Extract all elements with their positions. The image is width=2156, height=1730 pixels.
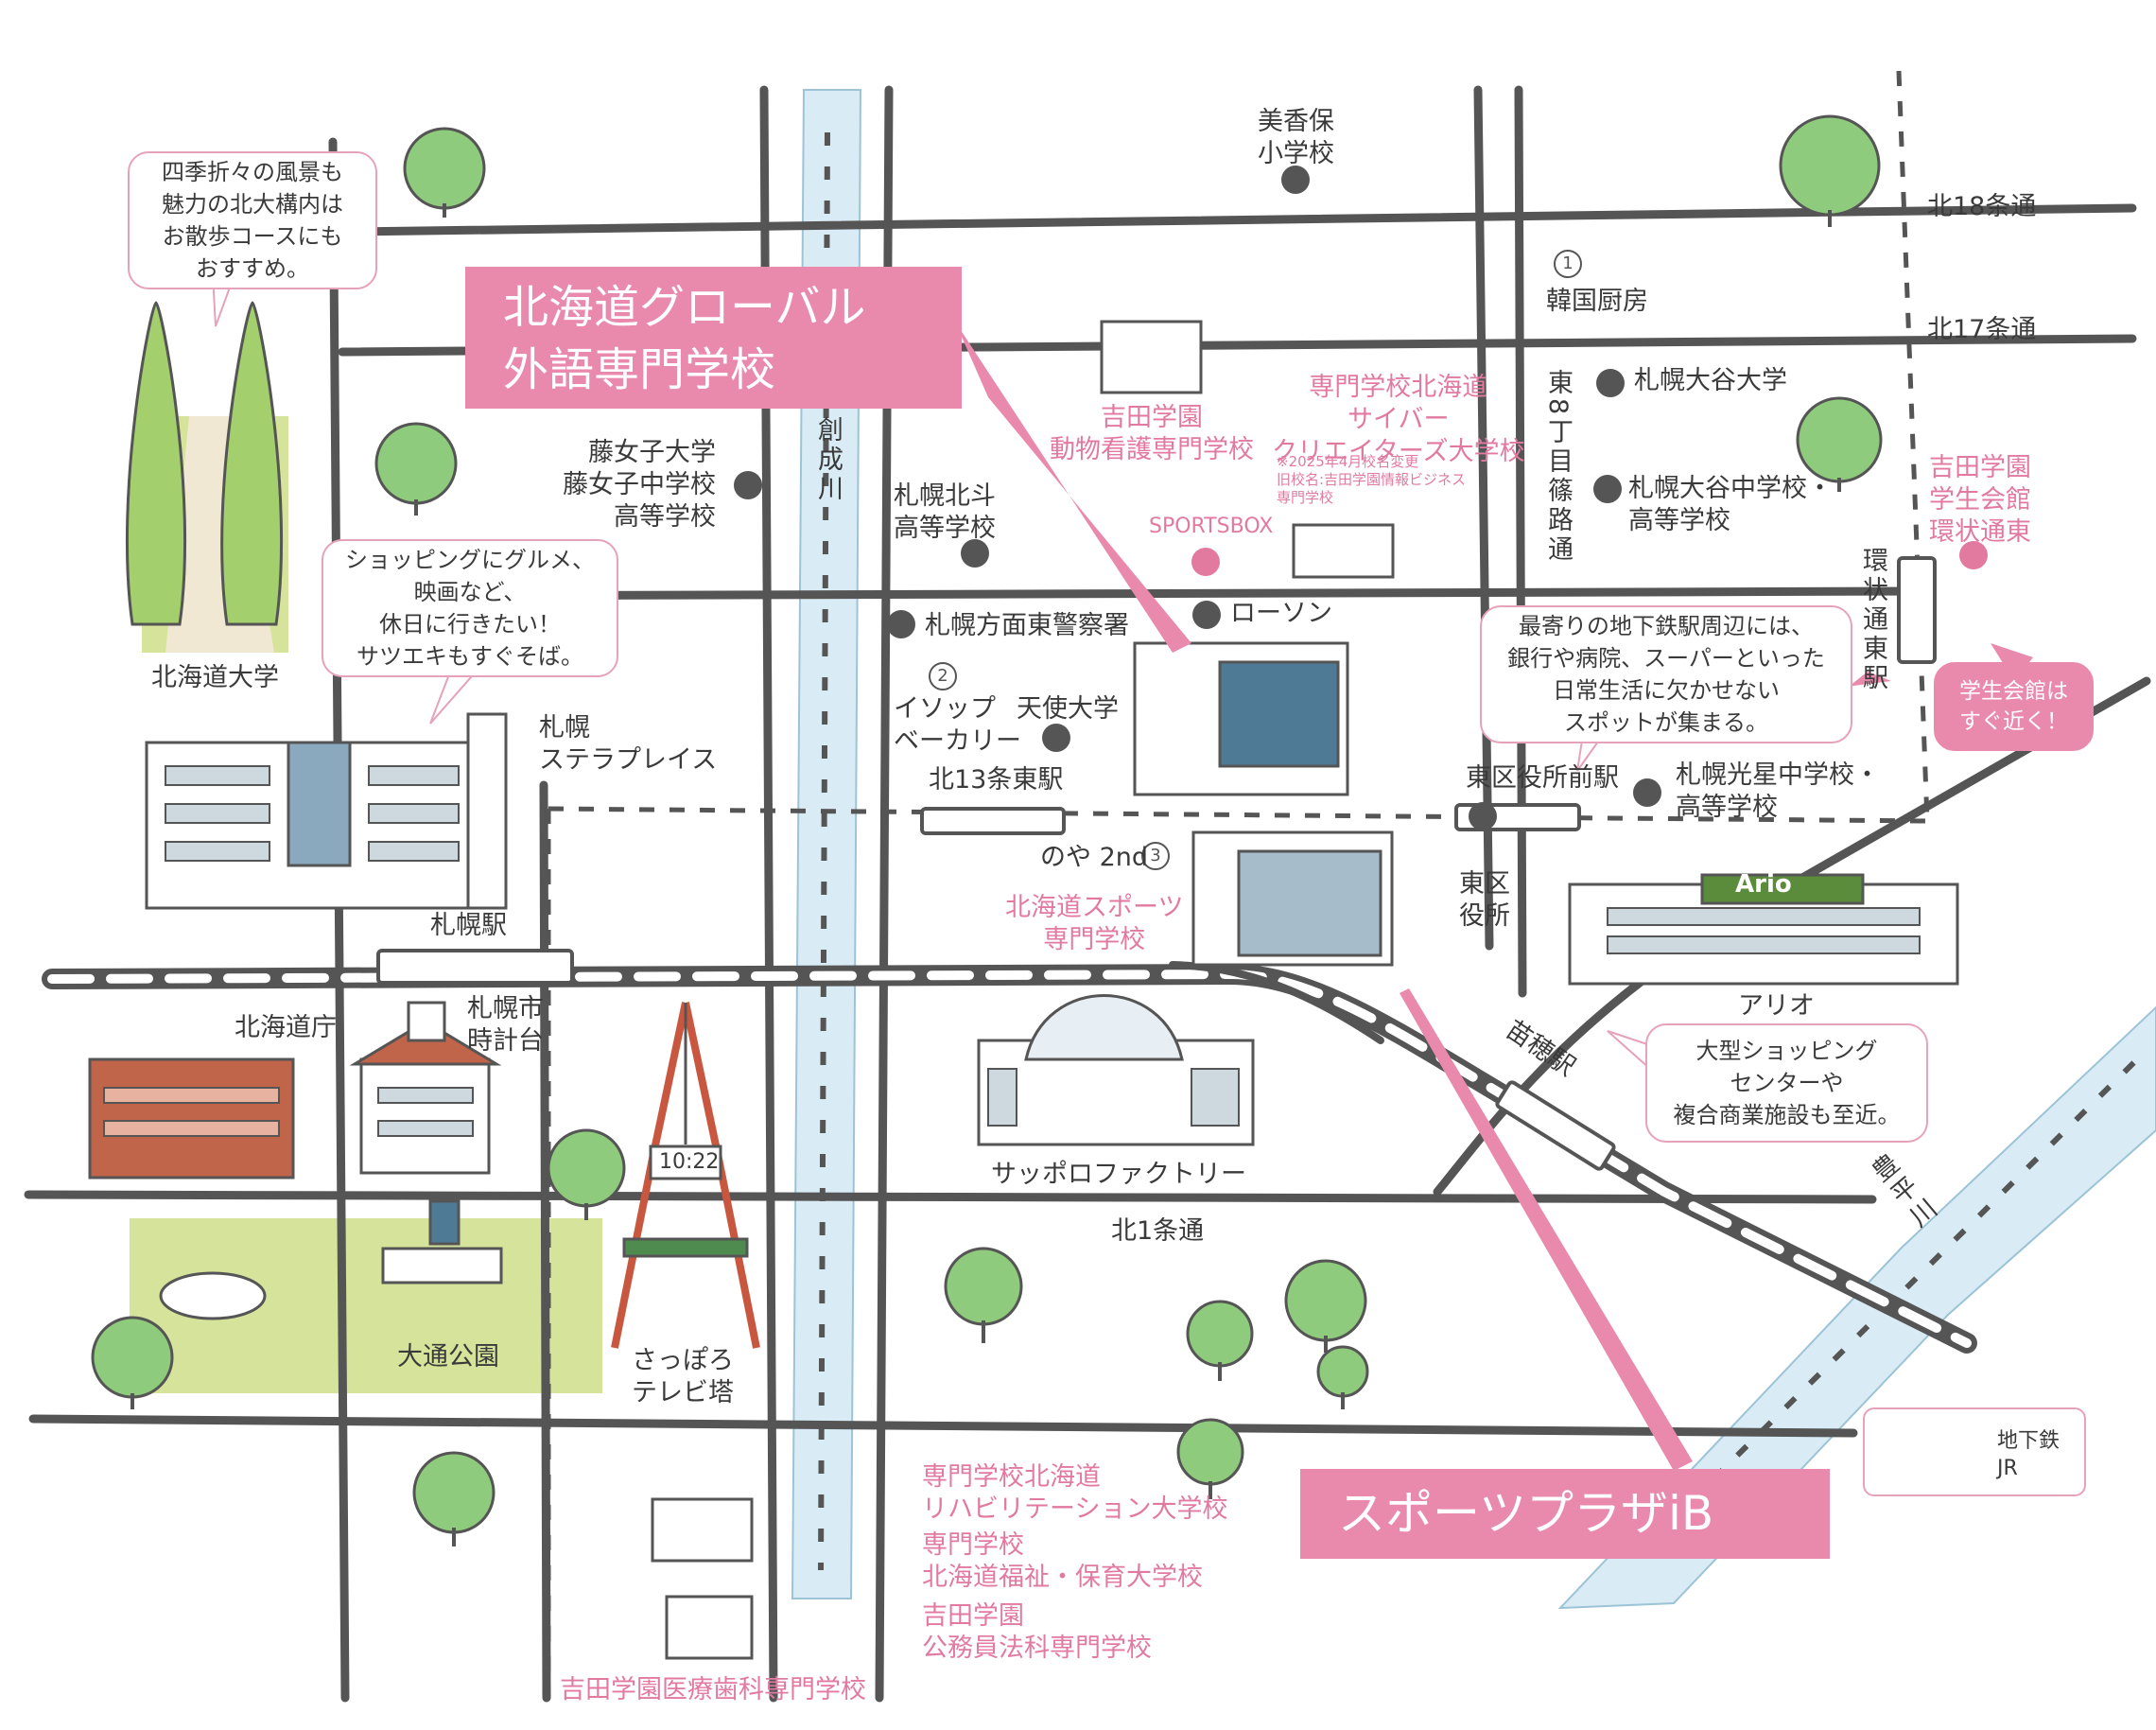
school-name-banner: 北海道グローバル 外語専門学校 (465, 267, 962, 409)
label-shika: 吉田学園医療歯科専門学校 (560, 1675, 866, 1704)
school-banner-pointer (955, 322, 1191, 653)
river-sosei: 創成川 (813, 416, 843, 504)
label-lawson: ローソン (1230, 599, 1332, 628)
station-kuyakusho: 東区役所前駅 (1466, 763, 1619, 793)
sosei-river (791, 89, 862, 1599)
trees (91, 114, 1883, 1547)
tvtower-clock: 10:22 (659, 1150, 720, 1174)
label-sportsbox: SPORTSBOX (1149, 515, 1274, 538)
dot-mikaho (1281, 166, 1310, 194)
label-cyber: 専門学校北海道 サイバー クリエイターズ大学校 (1272, 373, 1525, 466)
ario-logo: Ario (1735, 870, 1792, 899)
street-kita1: 北1条通 (1111, 1216, 1205, 1246)
label-kankoku: 韓国厨房 (1546, 287, 1648, 316)
label-higashiku: 東区 役所 (1459, 869, 1510, 931)
subway-bubble: 最寄りの地下鉄駅周辺には、 銀行や病院、スーパーといった 日常生活に欠かせない … (1480, 605, 1852, 743)
label-kosei: 札幌光星中学校・ 高等学校 (1676, 760, 1880, 822)
label-tenshi: 天使大学 (1017, 694, 1119, 724)
street-kita17: 北17条通 (1927, 315, 2037, 344)
dot-gakusei-kaikan (1959, 541, 1988, 569)
dot-otani-hs (1593, 475, 1622, 503)
legend-jr: JR (1997, 1457, 2018, 1480)
map-legend: 地下鉄 JR (1863, 1407, 2086, 1496)
label-aesop: イソップ ベーカリー (894, 694, 1021, 756)
label-tvtower: さっぽろ テレビ塔 (632, 1346, 734, 1407)
label-factory: サッポロファクトリー (991, 1160, 1246, 1189)
station-sapporo: 札幌駅 (430, 911, 507, 940)
dot-lawson (1192, 601, 1221, 629)
label-koumuin: 吉田学園 公務員法科専門学校 (922, 1601, 1152, 1663)
label-hokuto: 札幌北斗 高等学校 (894, 481, 996, 543)
label-odori: 大通公園 (397, 1342, 499, 1372)
sports-plaza-banner: スポーツプラザiB (1300, 1469, 1830, 1559)
dot-fuji (734, 471, 762, 499)
street-kita18: 北18条通 (1927, 192, 2037, 221)
label-otani-univ: 札幌大谷大学 (1634, 366, 1787, 395)
hokudai-bubble: 四季折々の風景も 魅力の北大構内は お散歩コースにも おすすめ。 (128, 151, 377, 289)
marker-3: 3 (1141, 842, 1170, 870)
mall-bubble: 大型ショッピング センターや 複合商業施設も至近。 (1645, 1023, 1928, 1143)
label-doubutsu: 吉田学園 動物看護専門学校 (1050, 403, 1254, 464)
label-noya: のや 2nd (1040, 843, 1149, 872)
label-fuji: 藤女子大学 藤女子中学校 高等学校 (563, 438, 716, 532)
label-dochou: 北海道庁 (235, 1013, 337, 1042)
dot-kosei (1633, 778, 1661, 807)
label-sports-school: 北海道スポーツ 専門学校 (1005, 893, 1184, 954)
tv-tower (611, 1002, 760, 1349)
shopping-bubble: ショッピングにグルメ、 映画など、 休日に行きたい！ サツエキもすぐそば。 (322, 539, 618, 677)
rehab-school-icon (651, 1497, 754, 1563)
station-kita13: 北13条東駅 (929, 765, 1064, 795)
dot-sportsbox (1191, 548, 1220, 576)
shika-school-icon (665, 1595, 754, 1660)
label-otani-hs: 札幌大谷中学校・ 高等学校 (1628, 474, 1833, 535)
label-stellar: 札幌 ステラプレイス (539, 713, 718, 775)
sports-banner-pointer (1400, 988, 1693, 1471)
label-gakusei-kaikan: 吉田学園 学生会館 環状通東 (1929, 453, 2031, 547)
label-fukushi: 専門学校 北海道福祉・保育大学校 (922, 1530, 1203, 1592)
legend-subway: 地下鉄 (1997, 1429, 2060, 1453)
toyohira-river (1557, 1005, 2156, 1610)
dochou-building (88, 1057, 295, 1180)
station-kanjo: 環状通東駅 (1858, 547, 1887, 693)
street-higashi8: 東8丁目篠路通 (1543, 369, 1573, 566)
label-cyber-note: ※2025年4月校名変更 旧校名:吉田学園情報ビジネス 専門学校 (1277, 453, 1467, 506)
dot-higashiku (1469, 802, 1497, 830)
label-police: 札幌方面東警察署 (925, 611, 1129, 640)
gakusei-bubble: 学生会館は すぐ近く！ (1934, 662, 2094, 751)
tokeidai-building (359, 1057, 491, 1175)
label-ario: アリオ (1738, 991, 1815, 1021)
dot-otani-univ (1596, 369, 1625, 397)
label-rehab: 専門学校北海道 リハビリテーション大学校 (922, 1462, 1228, 1524)
marker-1: 1 (1554, 250, 1582, 278)
label-tokeidai: 札幌市 時計台 (467, 994, 544, 1056)
dot-tenshi (1042, 724, 1070, 752)
label-hokudai: 北海道大学 (151, 663, 279, 692)
marker-2: 2 (929, 662, 957, 690)
dot-hokuto (961, 539, 989, 568)
label-mikaho: 美香保 小学校 (1258, 107, 1334, 168)
dot-police (887, 610, 915, 638)
